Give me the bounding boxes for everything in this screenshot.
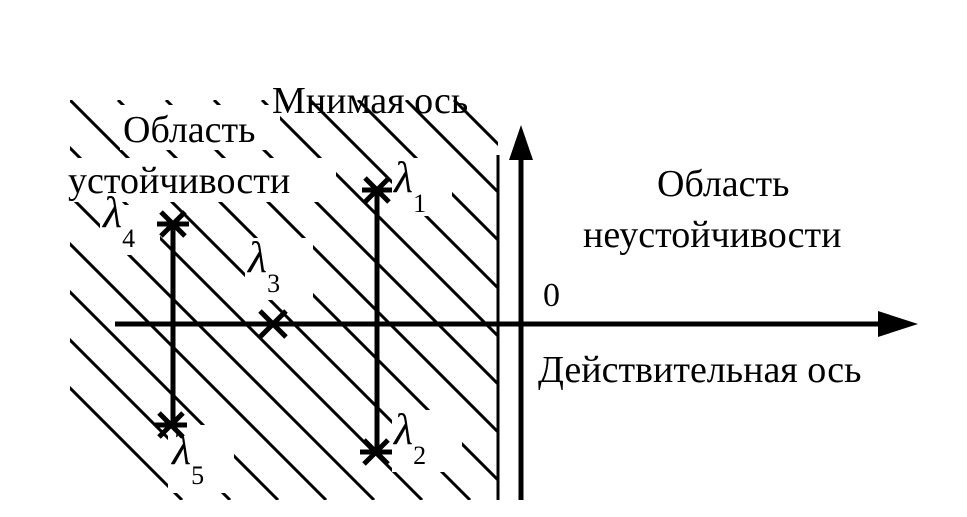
hatch-line bbox=[598, 100, 967, 500]
unstable-region-label-line2: неустойчивости bbox=[583, 214, 841, 256]
hatch-line bbox=[70, 241, 328, 500]
imaginary-axis-arrowhead bbox=[509, 125, 533, 160]
root-marker-3 bbox=[258, 309, 288, 339]
root-marker-2 bbox=[360, 438, 392, 466]
hatch-line bbox=[550, 100, 950, 500]
hatch-line bbox=[646, 100, 967, 500]
origin-label: 0 bbox=[543, 277, 560, 314]
imaginary-axis-label: Мнимая ось bbox=[272, 80, 468, 122]
root-label-2: λ2 bbox=[392, 405, 426, 470]
stable-region-label-line1: Область bbox=[123, 109, 255, 151]
hatch-line bbox=[70, 385, 184, 500]
hatch-line bbox=[404, 100, 498, 195]
hatch-line bbox=[502, 100, 902, 500]
root-marker-5 bbox=[155, 411, 187, 439]
hatch-line bbox=[308, 100, 498, 291]
root-label-3: λ3 bbox=[246, 233, 280, 298]
hatch-line bbox=[694, 100, 967, 500]
root-label-1: λ1 bbox=[392, 153, 426, 218]
hatch-line bbox=[742, 100, 967, 500]
label-backgrounds bbox=[66, 105, 462, 493]
real-axis-arrowhead bbox=[878, 311, 918, 337]
root-label-5: λ5 bbox=[170, 425, 204, 490]
root-marker-1 bbox=[362, 176, 392, 204]
root-marker-4 bbox=[157, 210, 189, 238]
unstable-region-label-line1: Область bbox=[657, 163, 789, 205]
real-axis-label: Действительная ось bbox=[538, 349, 861, 391]
hatch-line bbox=[790, 100, 967, 500]
root-label-4: λ4 bbox=[101, 188, 135, 253]
stable-region-label-line2: устойчивости bbox=[68, 160, 290, 202]
